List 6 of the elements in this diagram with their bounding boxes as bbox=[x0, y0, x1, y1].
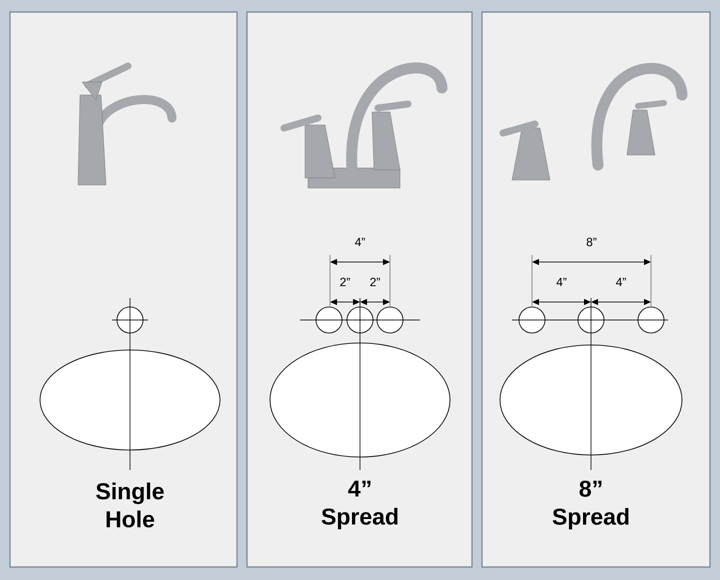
dimension-label: 8” bbox=[586, 238, 596, 246]
dimension-label: 4” bbox=[556, 278, 566, 286]
dimension-label: 2” bbox=[340, 278, 350, 286]
dimension-label: 4” bbox=[616, 278, 626, 286]
dimension-label: 4” bbox=[354, 238, 365, 246]
dimension-label: 2” bbox=[370, 278, 380, 286]
